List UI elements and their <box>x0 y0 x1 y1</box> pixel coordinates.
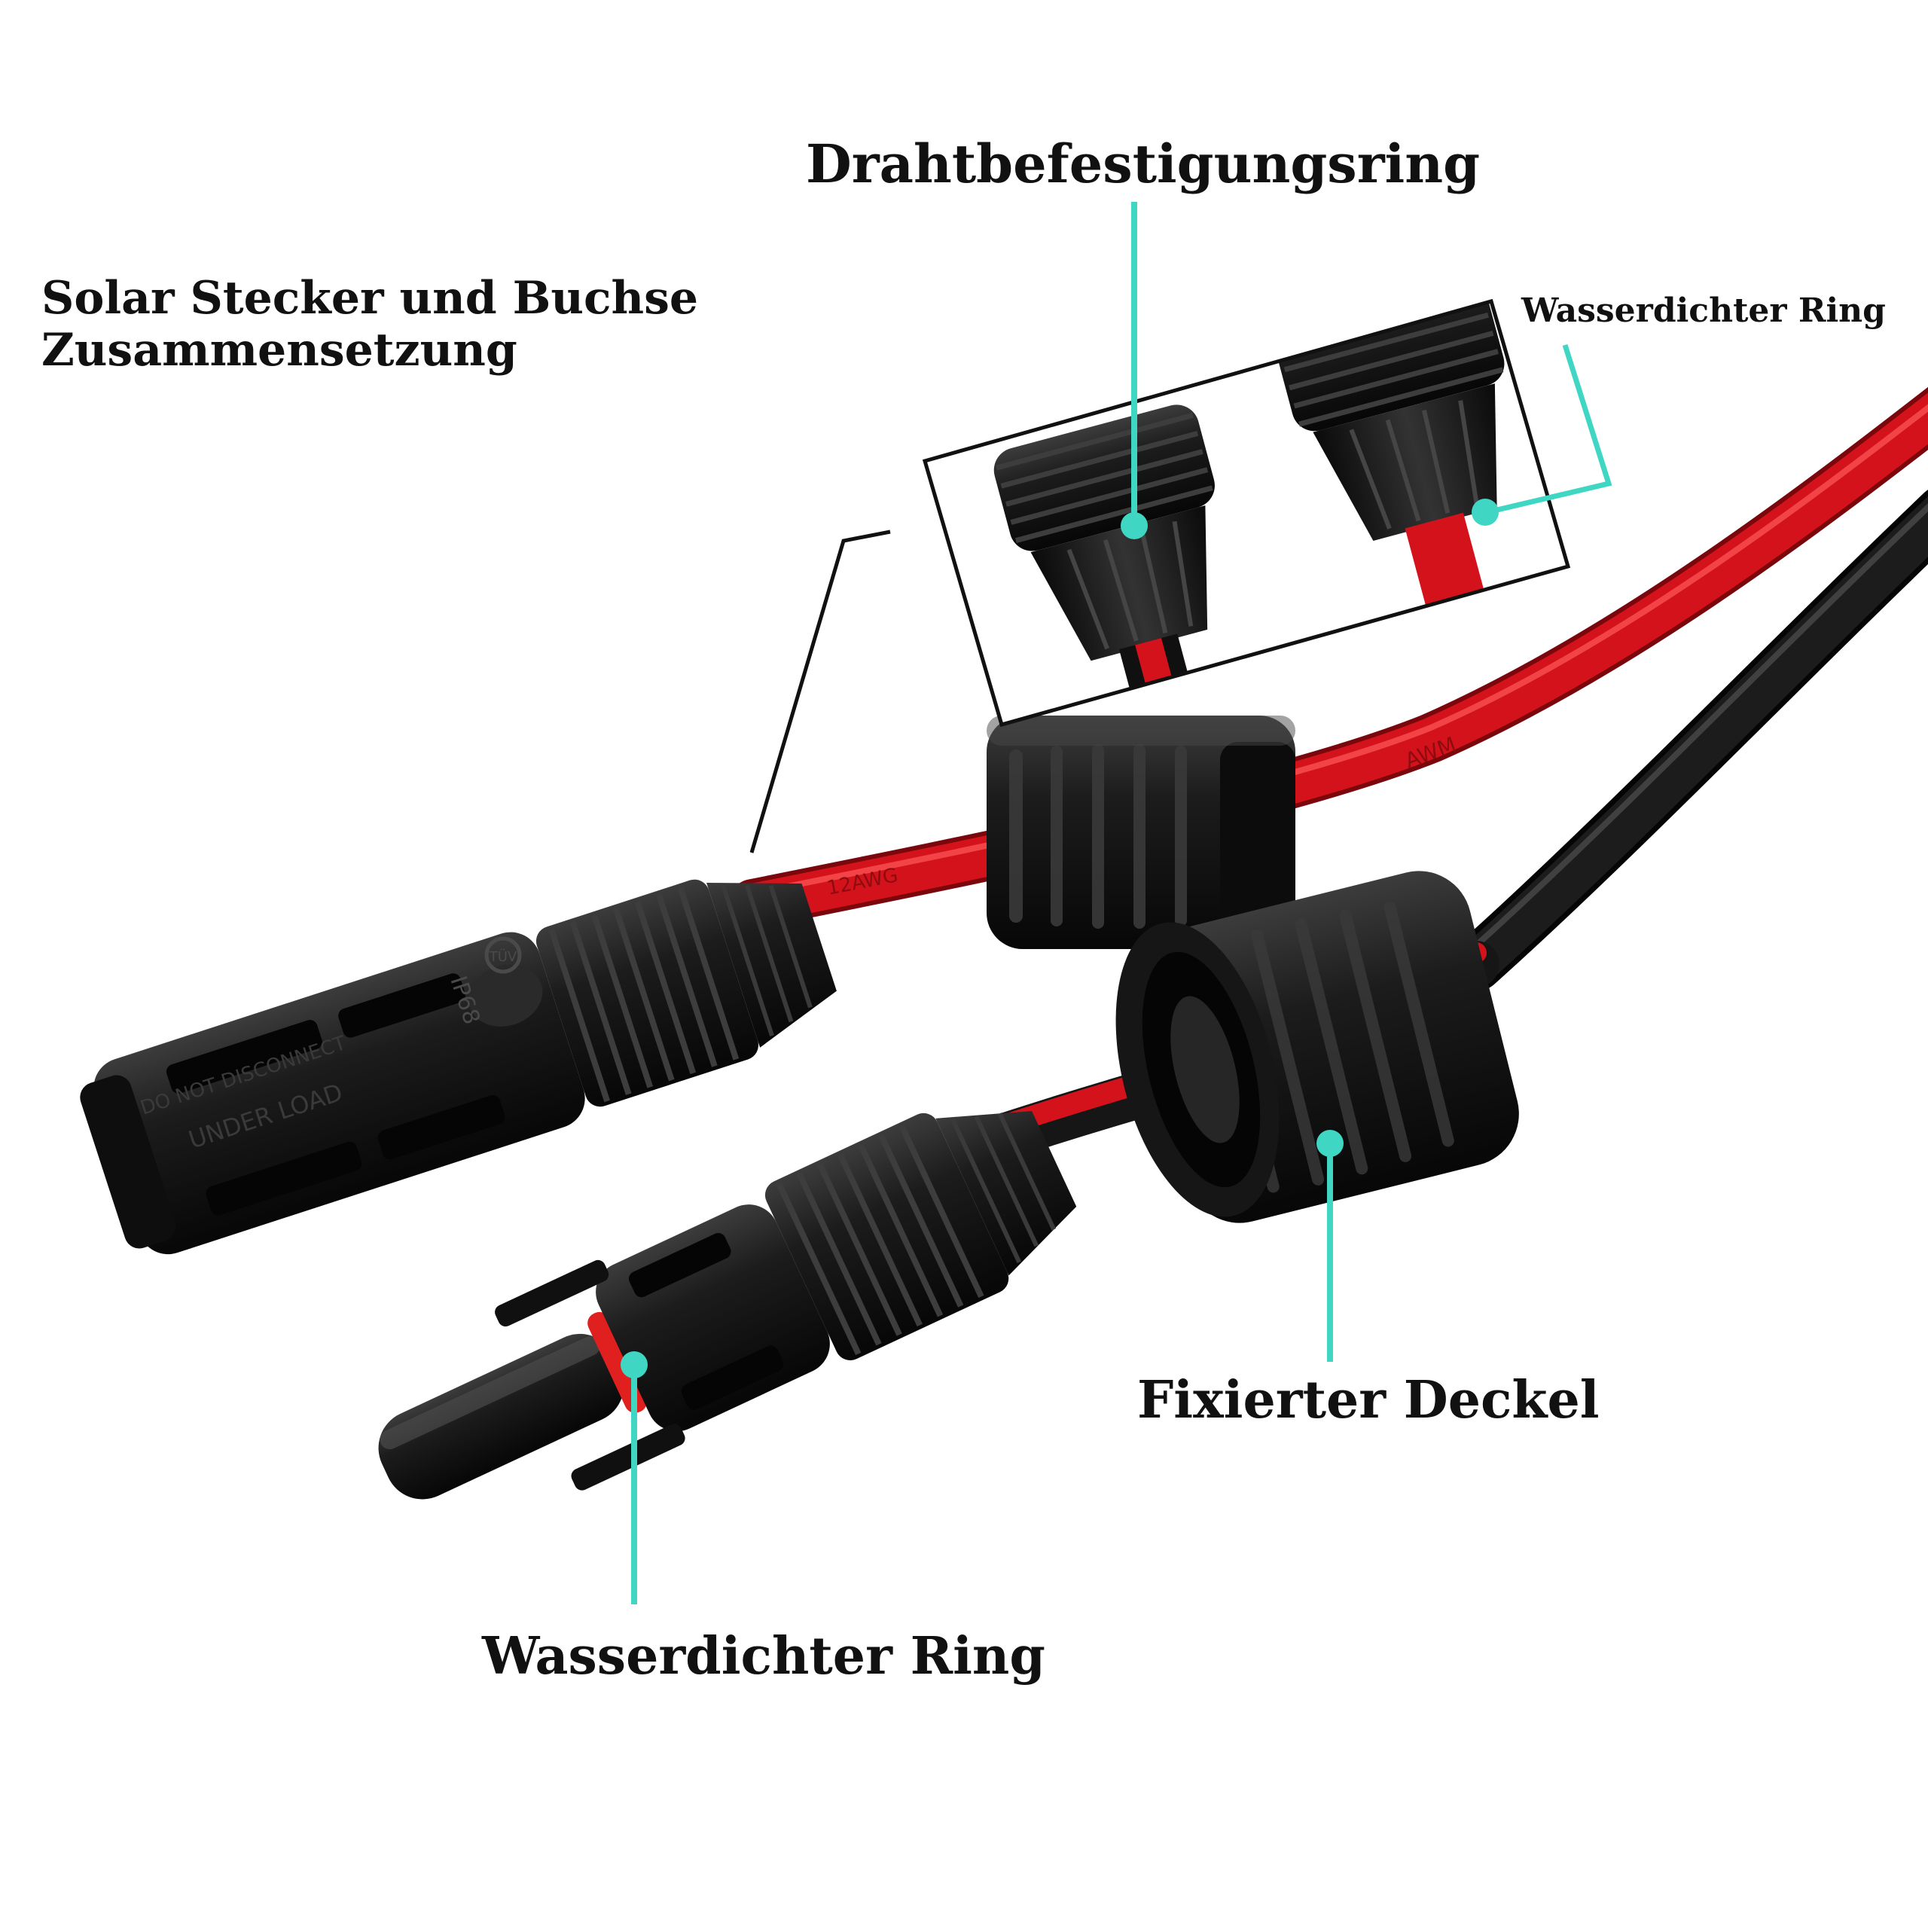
leader-waterproof-ring-bottom <box>621 1351 648 1604</box>
inset-zoom-line <box>749 530 891 853</box>
callout-wire-ring: Drahtbefestigungsring <box>806 133 1481 195</box>
upper-cap-nut <box>987 716 1295 949</box>
tuv-mark-icon: TÜV <box>484 936 522 974</box>
leader-waterproof-ring-top <box>1472 343 1612 526</box>
female-connector <box>80 879 837 1255</box>
red-cable-upper <box>728 386 1928 929</box>
leader-fixed-cap <box>1316 1130 1344 1362</box>
inset-left-gland <box>993 404 1215 725</box>
diagram-title: Solar Stecker und Buchse Zusammensetzung <box>41 273 698 377</box>
black-cable-lower <box>1449 490 1928 991</box>
fixed-cap <box>1115 871 1519 1223</box>
svg-text:TÜV: TÜV <box>489 948 517 965</box>
leader-wire-ring <box>1121 202 1148 539</box>
callout-waterproof-ring-top: Wasserdichter Ring <box>1521 291 1886 330</box>
title-line-2: Zusammensetzung <box>41 324 517 377</box>
callout-waterproof-ring-bottom: Wasserdichter Ring <box>482 1626 1045 1686</box>
callout-fixed-cap: Fixierter Deckel <box>1137 1370 1600 1430</box>
title-line-1: Solar Stecker und Buchse <box>41 272 699 325</box>
